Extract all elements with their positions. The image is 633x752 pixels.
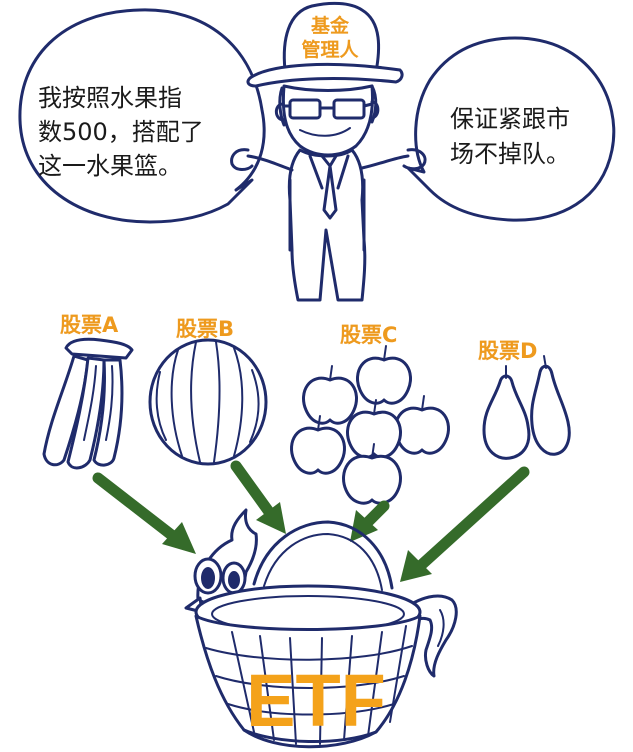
left-bubble-line-2: 数500，搭配了 bbox=[38, 118, 204, 146]
apples-icon bbox=[290, 345, 450, 505]
pears-icon bbox=[482, 355, 571, 460]
arrow-stock-d-to-basket bbox=[400, 466, 530, 582]
stock-c-label: 股票C bbox=[340, 323, 397, 347]
left-bubble-line-3: 这一水果篮。 bbox=[38, 152, 182, 180]
hat-label-line-1: 基金 bbox=[310, 14, 350, 37]
etf-label: ETF bbox=[246, 659, 386, 742]
arrow-stock-b-to-basket bbox=[230, 460, 286, 534]
banana-icon bbox=[42, 337, 134, 470]
stock-b-label: 股票B bbox=[176, 317, 234, 341]
arrow-stock-a-to-basket bbox=[92, 472, 196, 554]
left-speech-bubble: 我按照水果指 数500，搭配了 这一水果篮。 bbox=[18, 8, 266, 224]
right-bubble-line-1: 保证紧跟市 bbox=[450, 105, 570, 133]
fund-manager-figure: 基金 管理人 bbox=[230, 1, 427, 302]
right-bubble-line-2: 场不掉队。 bbox=[450, 140, 570, 168]
left-bubble-line-1: 我按照水果指 bbox=[38, 84, 182, 112]
stock-a-label: 股票A bbox=[60, 313, 119, 337]
hat-label-line-2: 管理人 bbox=[301, 38, 359, 61]
watermelon-icon bbox=[148, 338, 268, 466]
stock-d-label: 股票D bbox=[478, 339, 537, 363]
right-speech-bubble: 保证紧跟市 场不掉队。 bbox=[406, 36, 616, 222]
etf-basket: ETF bbox=[184, 508, 458, 749]
arrow-stock-c-to-basket bbox=[350, 500, 390, 542]
